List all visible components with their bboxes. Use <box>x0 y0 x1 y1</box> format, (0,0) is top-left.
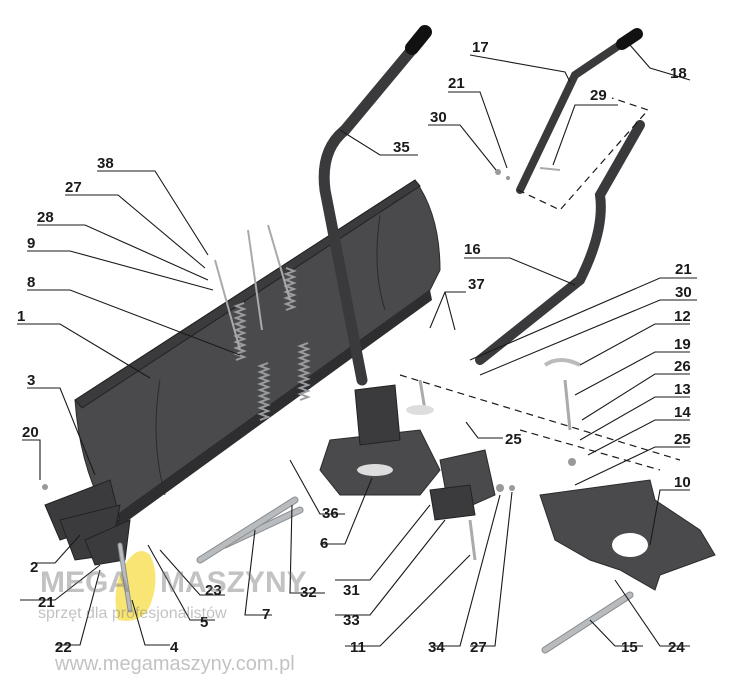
callout-25: 25 <box>505 431 522 448</box>
watermark-brand-right: MASZYNY <box>160 566 307 599</box>
callout-1: 1 <box>17 308 25 325</box>
callout-4: 4 <box>170 639 179 656</box>
watermark-tagline: sprzęt dla profesjonalistów <box>38 605 227 622</box>
callout-10: 10 <box>674 474 691 491</box>
watermark-url: www.megamaszyny.com.pl <box>54 653 295 675</box>
mounting-frame <box>539 479 716 591</box>
callout-34: 34 <box>428 639 445 656</box>
callout-26: 26 <box>674 358 691 375</box>
callout-31: 31 <box>343 582 360 599</box>
main-handle <box>318 25 432 386</box>
pins-and-rods <box>117 358 634 654</box>
callout-16: 16 <box>464 241 481 258</box>
callout-35: 35 <box>393 139 410 156</box>
mounting-bracket <box>319 384 441 496</box>
handle-extension <box>475 28 645 365</box>
callout-30: 30 <box>675 284 692 301</box>
callout-18: 18 <box>670 65 687 82</box>
assembly-guides <box>399 97 681 471</box>
leader-lines <box>17 44 697 647</box>
callout-29: 29 <box>590 87 607 104</box>
callout-21: 21 <box>448 75 465 92</box>
callout-6: 6 <box>320 535 328 552</box>
callout-27: 27 <box>65 179 82 196</box>
watermark-brand-left: MEGA <box>40 566 130 599</box>
callout-7: 7 <box>262 606 270 623</box>
callout-27: 27 <box>470 639 487 656</box>
callout-8: 8 <box>27 274 35 291</box>
callout-22: 22 <box>55 639 72 656</box>
callout-28: 28 <box>37 209 54 226</box>
callout-21: 21 <box>675 261 692 278</box>
callout-19: 19 <box>674 336 691 353</box>
small-hardware <box>42 167 576 492</box>
callout-33: 33 <box>343 612 360 629</box>
callout-20: 20 <box>22 424 39 441</box>
callout-14: 14 <box>674 404 691 421</box>
callout-5: 5 <box>200 614 208 631</box>
callout-36: 36 <box>322 505 339 522</box>
callout-24: 24 <box>668 639 685 656</box>
callout-21: 21 <box>38 594 55 611</box>
callout-3: 3 <box>27 372 35 389</box>
callout-9: 9 <box>27 235 35 252</box>
pivot-block <box>429 449 496 521</box>
callout-30: 30 <box>430 109 447 126</box>
callout-15: 15 <box>621 639 638 656</box>
callout-38: 38 <box>97 155 114 172</box>
callout-11: 11 <box>350 639 366 656</box>
springs <box>214 224 311 421</box>
callout-13: 13 <box>674 381 691 398</box>
callout-17: 17 <box>472 39 489 56</box>
callout-25: 25 <box>674 431 691 448</box>
callout-23: 23 <box>205 582 222 599</box>
callout-12: 12 <box>674 308 691 325</box>
callout-37: 37 <box>468 276 485 293</box>
watermark-text: MEGA MASZYNY sprzęt dla profesjonalistów… <box>38 566 307 675</box>
callout-32: 32 <box>300 584 317 601</box>
callout-labels: 17 18 21 29 30 35 38 27 28 9 8 1 16 37 2… <box>17 39 692 656</box>
callout-2: 2 <box>30 559 38 576</box>
